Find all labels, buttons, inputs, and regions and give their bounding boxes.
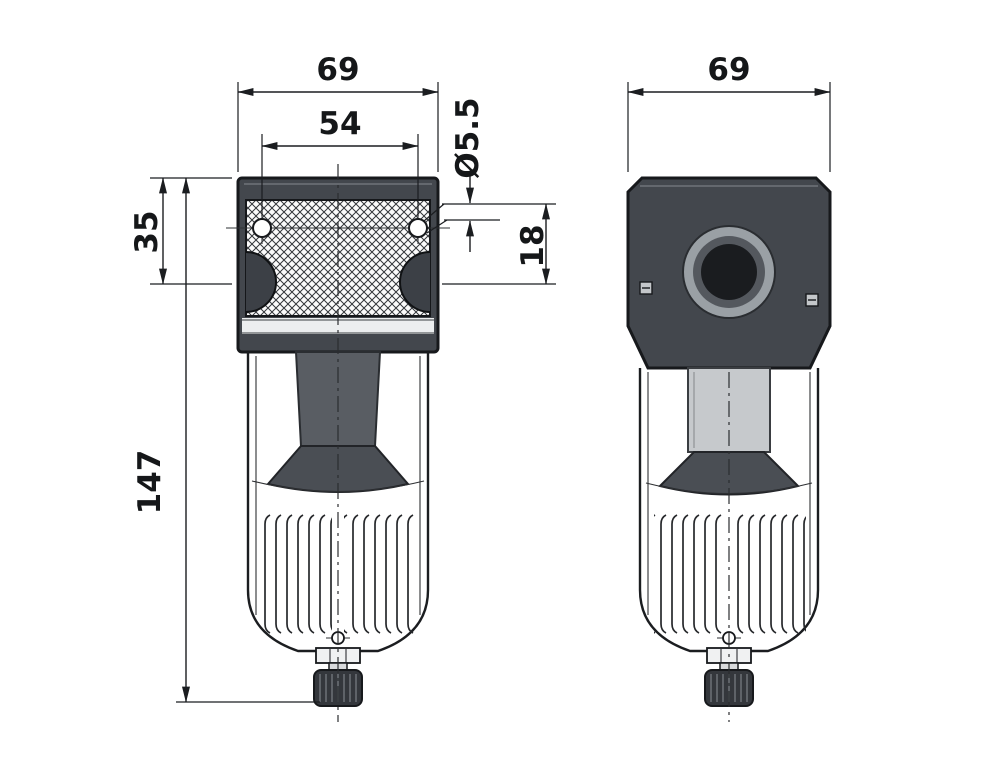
dim-total-height-label: 147 [132,450,168,515]
dim-width-right-label: 69 [707,52,750,88]
dim-hole-diameter: Ø5.5 [423,97,556,252]
dim-width-right: 69 [627,52,831,172]
dim-head-height: 35 [129,177,232,285]
dim-hole-spacing-label: 54 [318,106,361,142]
dim-port-offset-label: 18 [515,224,551,267]
dim-hole-spacing: 54 [261,106,419,216]
gasket-band [242,318,434,334]
dim-width-left-label: 69 [316,52,359,88]
side-port-bores [246,251,430,313]
dim-total-height: 147 [132,177,320,703]
dim-hole-diameter-label: Ø5.5 [450,97,486,178]
mounting-hole-right [408,218,428,238]
mounting-hole-left [252,218,272,238]
right-view: 69 [626,52,832,722]
dim-width-left: 69 [237,52,439,172]
filter-head-side [626,176,832,370]
port-bore [701,244,757,300]
left-view: 69 54 Ø5.5 18 [129,52,556,722]
dim-port-offset: 18 [442,203,556,285]
rib-center-gap-side [723,508,735,640]
dim-head-height-label: 35 [129,210,165,253]
